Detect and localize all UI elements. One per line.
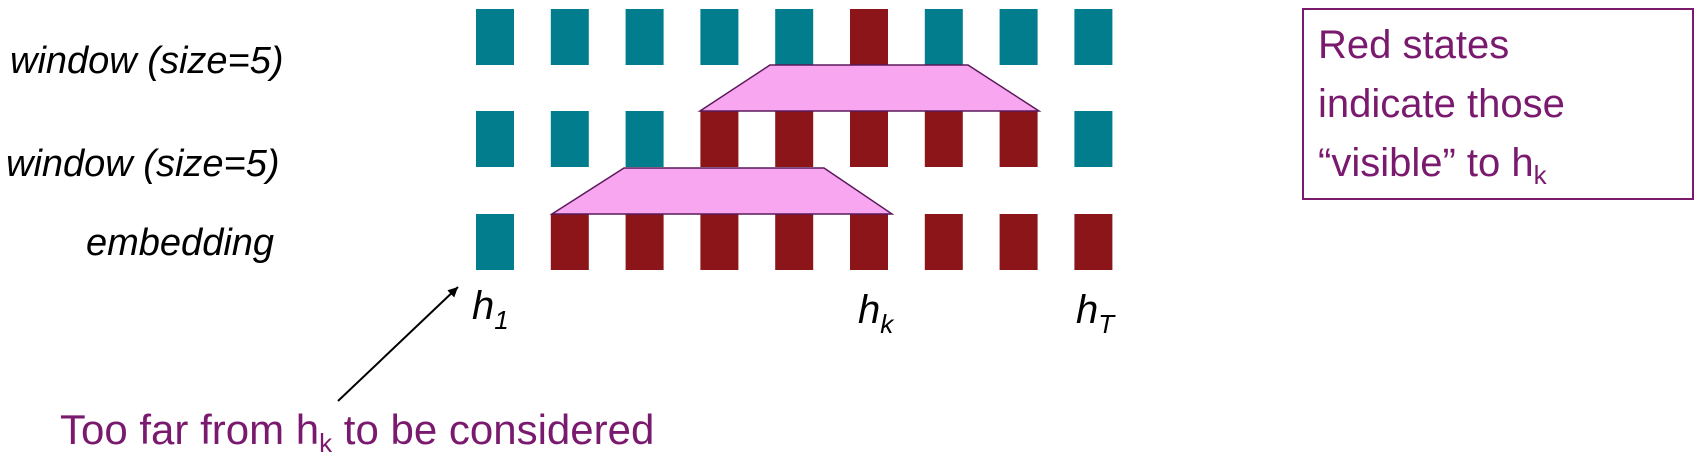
legend-line-3: “visible” to hk bbox=[1318, 141, 1547, 190]
state-cell-teal bbox=[999, 9, 1038, 65]
state-cell-red bbox=[999, 111, 1038, 167]
state-cell-teal bbox=[700, 9, 739, 65]
state-cell-teal bbox=[775, 9, 814, 65]
label-hk: hk bbox=[858, 288, 894, 339]
state-cell-red bbox=[700, 111, 739, 167]
pointer-arrow bbox=[337, 286, 459, 402]
legend-line-2: indicate those bbox=[1318, 82, 1565, 126]
state-cell-red bbox=[775, 214, 814, 270]
state-cell-red bbox=[550, 214, 589, 270]
window-top-row bbox=[476, 9, 1113, 65]
row-label-embedding: embedding bbox=[86, 222, 275, 264]
state-cell-teal bbox=[476, 111, 514, 167]
state-cell-teal bbox=[625, 9, 664, 65]
window-trapezoid-lower bbox=[549, 167, 895, 215]
state-cell-teal bbox=[1074, 9, 1113, 65]
state-cell-red bbox=[1074, 214, 1113, 270]
row-label-window-top: window (size=5) bbox=[10, 40, 284, 82]
state-cell-red bbox=[850, 111, 888, 167]
state-cell-teal bbox=[550, 9, 589, 65]
legend-text: Red states indicate those “visible” to h… bbox=[1318, 16, 1565, 205]
legend-line-1: Red states bbox=[1318, 23, 1510, 67]
state-cell-red bbox=[700, 214, 739, 270]
state-cell-red bbox=[775, 111, 814, 167]
state-cell-teal bbox=[550, 111, 589, 167]
row-label-window-middle: window (size=5) bbox=[6, 143, 280, 185]
state-cell-teal bbox=[1074, 111, 1113, 167]
embedding-row bbox=[476, 214, 1113, 270]
state-cell-red bbox=[850, 214, 888, 270]
label-h1: h1 bbox=[472, 284, 509, 335]
state-cell-teal bbox=[476, 9, 514, 65]
state-cell-teal bbox=[625, 111, 664, 167]
state-cell-teal bbox=[476, 214, 514, 270]
state-cell-red bbox=[850, 9, 888, 65]
state-cell-red bbox=[924, 214, 963, 270]
label-hT: hT bbox=[1076, 288, 1115, 339]
window-middle-row bbox=[476, 111, 1113, 167]
state-cell-teal bbox=[924, 9, 963, 65]
bottom-annotation: Too far from hk to be considered bbox=[60, 406, 655, 458]
state-cell-red bbox=[625, 214, 664, 270]
legend-box: Red states indicate those “visible” to h… bbox=[1302, 8, 1694, 200]
state-cell-red bbox=[999, 214, 1038, 270]
state-cell-red bbox=[924, 111, 963, 167]
window-trapezoid-upper bbox=[697, 64, 1042, 112]
